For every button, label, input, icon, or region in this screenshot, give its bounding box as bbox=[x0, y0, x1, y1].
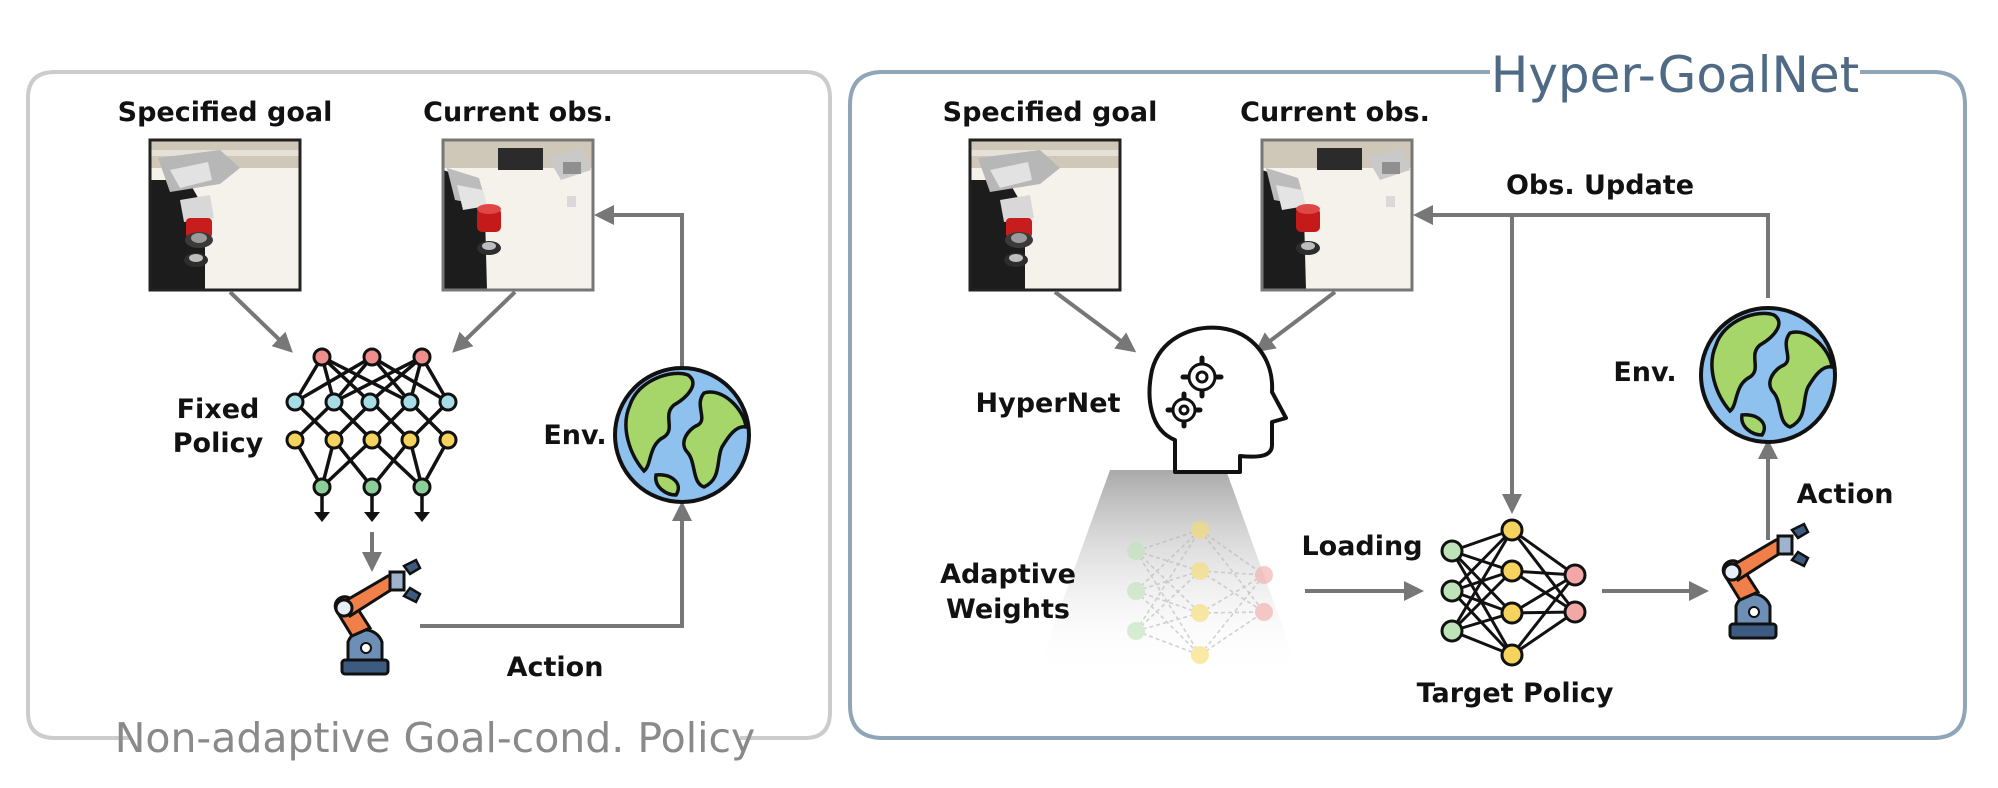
right-obs-label: Current obs. bbox=[1240, 97, 1430, 128]
left-globe-icon bbox=[613, 366, 751, 504]
right-panel: Hyper-GoalNet Specified goal Current obs… bbox=[848, 46, 1967, 740]
arrow-goal-to-policy bbox=[228, 290, 293, 353]
left-panel: Non-adaptive Goal-cond. Policy Specified… bbox=[26, 70, 832, 762]
right-globe-icon bbox=[1699, 306, 1837, 444]
right-panel-border bbox=[848, 70, 1967, 740]
right-goal-label: Specified goal bbox=[943, 97, 1158, 128]
left-panel-border bbox=[26, 70, 832, 740]
fixed-policy-label-line2: Policy bbox=[173, 428, 264, 459]
right-goal-image bbox=[968, 138, 1122, 292]
right-robot-arm-icon bbox=[1721, 522, 1810, 640]
loading-label: Loading bbox=[1301, 531, 1422, 562]
left-goal-label: Specified goal bbox=[118, 97, 333, 128]
adaptive-weights-label-line2: Weights bbox=[946, 594, 1070, 625]
right-obs-image bbox=[1260, 138, 1414, 292]
arrow-env-to-obs-update bbox=[1413, 205, 1770, 298]
right-env-label: Env. bbox=[1613, 357, 1676, 388]
obs-update-label: Obs. Update bbox=[1506, 170, 1694, 201]
left-action-label: Action bbox=[507, 652, 604, 683]
left-obs-label: Current obs. bbox=[423, 97, 613, 128]
arrow-goal-to-hypernet bbox=[1053, 290, 1137, 353]
fixed-policy-label-line1: Fixed bbox=[177, 394, 260, 425]
left-robot-arm-icon bbox=[333, 558, 422, 676]
right-action-label: Action bbox=[1797, 479, 1894, 510]
left-panel-title: Non-adaptive Goal-cond. Policy bbox=[115, 714, 756, 762]
target-policy-network-icon bbox=[1440, 518, 1587, 667]
arrow-obs-to-policy bbox=[452, 290, 517, 353]
arrow-env-to-obs bbox=[594, 205, 684, 366]
right-panel-title: Hyper-GoalNet bbox=[1491, 46, 1860, 104]
hypernet-label: HyperNet bbox=[976, 388, 1121, 419]
adaptive-weights-label-line1: Adaptive bbox=[940, 559, 1076, 590]
target-policy-label: Target Policy bbox=[1417, 678, 1614, 709]
arrow-action-to-env bbox=[420, 501, 692, 628]
hypernet-head-icon bbox=[1036, 325, 1300, 675]
fixed-policy-network-icon bbox=[285, 347, 458, 522]
left-goal-image bbox=[148, 138, 302, 292]
left-obs-image bbox=[441, 138, 595, 292]
arrow-obs-to-hypernet bbox=[1254, 290, 1337, 353]
left-env-label: Env. bbox=[543, 420, 606, 451]
adaptive-weights-network-icon bbox=[1127, 521, 1273, 664]
